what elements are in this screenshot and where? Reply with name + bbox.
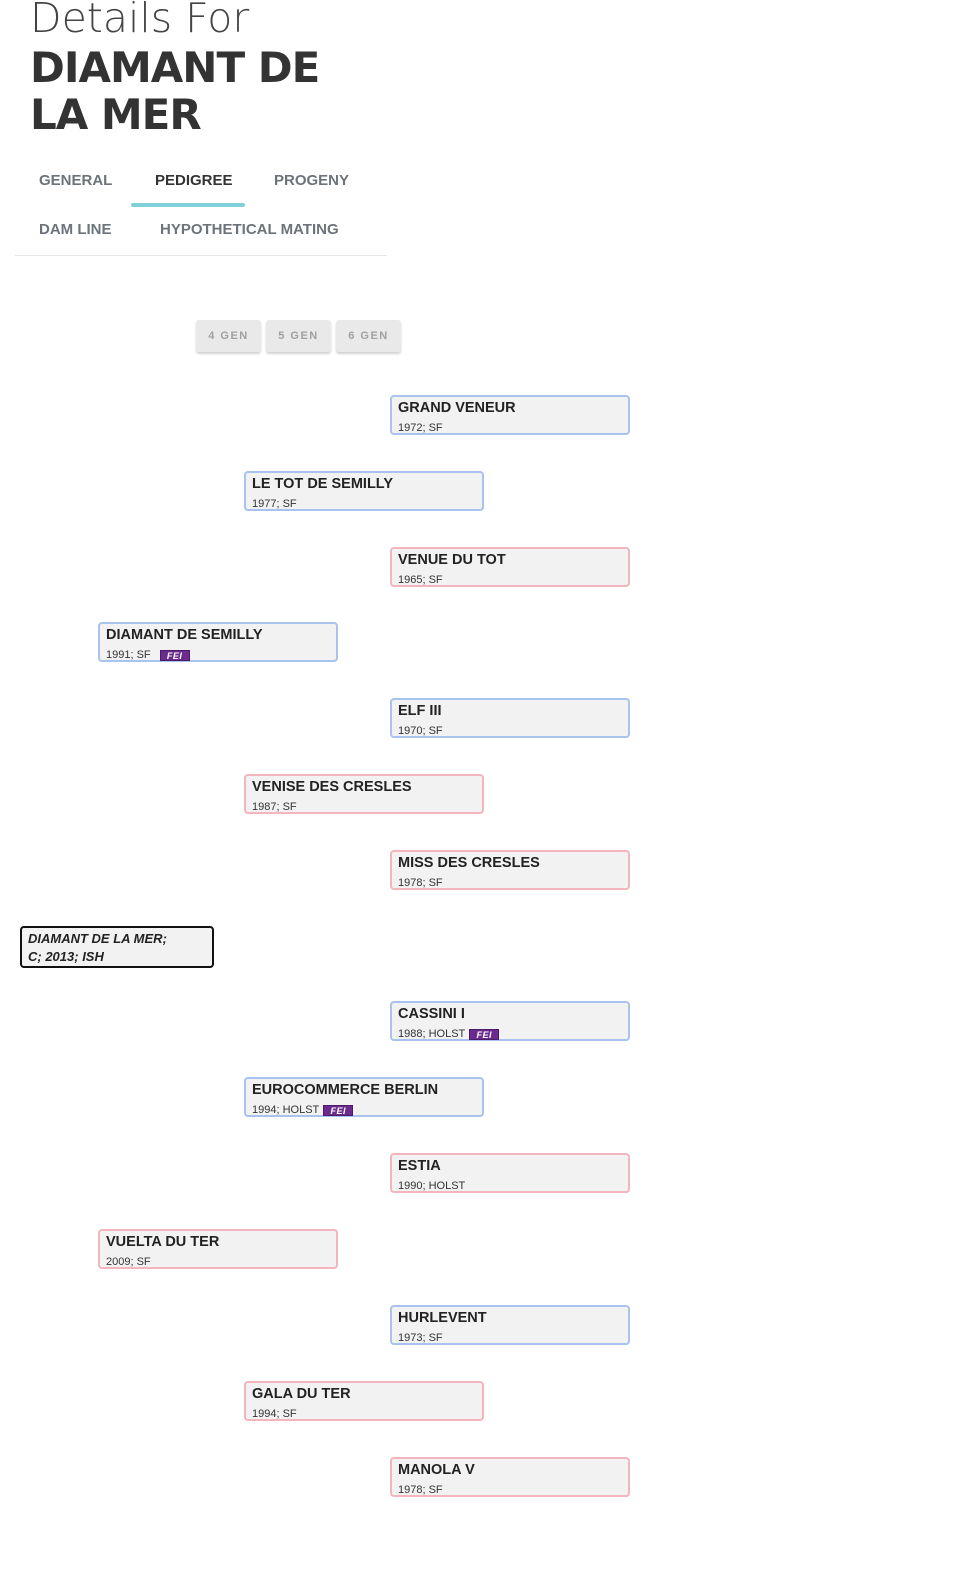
horse-info-row: 1970; SF	[398, 724, 622, 738]
subject-name: DIAMANT DE LA MER;	[28, 931, 167, 946]
pedigree-horse-card[interactable]: ESTIA 1990; HOLST	[390, 1153, 630, 1193]
horse-name: VENUE DU TOT	[398, 552, 506, 568]
horse-info: 1977; SF	[252, 498, 297, 510]
horse-info: 1991; SF	[106, 649, 151, 661]
horse-info-row: 1994; SF	[252, 1407, 476, 1421]
horse-info-row: 1965; SF	[398, 573, 622, 587]
gen-6-button[interactable]: 6 GEN	[336, 320, 401, 352]
tab-dam-line[interactable]: DAM LINE	[39, 221, 112, 238]
horse-info-row: 1977; SF	[252, 497, 476, 511]
horse-name: LE TOT DE SEMILLY	[252, 476, 393, 492]
horse-info: 1965; SF	[398, 574, 443, 586]
horse-name: HURLEVENT	[398, 1310, 487, 1326]
horse-info: 2009; SF	[106, 1256, 151, 1268]
pedigree-horse-card[interactable]: GRAND VENEUR 1972; SF	[390, 395, 630, 435]
pedigree-horse-card[interactable]: DIAMANT DE SEMILLY 1991; SF FEI	[98, 622, 338, 662]
horse-name: GRAND VENEUR	[398, 400, 516, 416]
horse-info-row: 1990; HOLST	[398, 1179, 622, 1193]
gen-5-button[interactable]: 5 GEN	[266, 320, 331, 352]
horse-name: CASSINI I	[398, 1006, 465, 1022]
horse-info: 1973; SF	[398, 1332, 443, 1344]
horse-info: 1994; HOLST	[252, 1104, 320, 1116]
page-title: DIAMANT DE LA MER	[30, 43, 320, 139]
horse-info: 1987; SF	[252, 801, 297, 813]
pedigree-horse-card[interactable]: VUELTA DU TER 2009; SF	[98, 1229, 338, 1269]
fei-badge-icon[interactable]: FEI	[469, 1028, 500, 1040]
horse-info-row: 1987; SF	[252, 800, 476, 814]
tab-hypothetical-mating[interactable]: HYPOTHETICAL MATING	[160, 221, 339, 238]
active-tab-indicator	[131, 203, 245, 207]
tabs-divider	[15, 255, 387, 256]
horse-name: MANOLA V	[398, 1462, 475, 1478]
fei-badge-icon[interactable]: FEI	[159, 649, 190, 661]
pedigree-horse-card[interactable]: VENISE DES CRESLES 1987; SF	[244, 774, 484, 814]
horse-name: VUELTA DU TER	[106, 1234, 220, 1250]
fei-badge-icon[interactable]: FEI	[323, 1104, 354, 1116]
pedigree-horse-card[interactable]: MANOLA V 1978; SF	[390, 1457, 630, 1497]
horse-info-row: 1978; SF	[398, 1483, 622, 1497]
pedigree-horse-card[interactable]: GALA DU TER 1994; SF	[244, 1381, 484, 1421]
horse-name: ELF III	[398, 703, 442, 719]
horse-name: GALA DU TER	[252, 1386, 351, 1402]
horse-info: 1972; SF	[398, 422, 443, 434]
tab-pedigree[interactable]: PEDIGREE	[155, 172, 233, 189]
horse-info: 1994; SF	[252, 1408, 297, 1420]
horse-info-row: 1991; SF FEI	[106, 648, 330, 662]
horse-info: 1970; SF	[398, 725, 443, 737]
horse-info: 1990; HOLST	[398, 1180, 466, 1192]
tab-progeny[interactable]: PROGENY	[274, 172, 350, 189]
pedigree-horse-card[interactable]: ELF III 1970; SF	[390, 698, 630, 738]
horse-info-row: 1978; SF	[398, 876, 622, 890]
horse-info: 1988; HOLST	[398, 1028, 466, 1040]
horse-info-row: 2009; SF	[106, 1255, 330, 1269]
tab-general[interactable]: GENERAL	[39, 172, 113, 189]
horse-info-row: 1973; SF	[398, 1331, 622, 1345]
horse-name: VENISE DES CRESLES	[252, 779, 412, 795]
gen-4-button[interactable]: 4 GEN	[196, 320, 261, 352]
subject-horse-card[interactable]: DIAMANT DE LA MER; C; 2013; ISH	[20, 926, 214, 968]
horse-name: DIAMANT DE SEMILLY	[106, 627, 263, 643]
horse-name: MISS DES CRESLES	[398, 855, 540, 871]
subject-details: C; 2013; ISH	[28, 949, 104, 964]
horse-name: ESTIA	[398, 1158, 441, 1174]
horse-info-row: 1972; SF	[398, 421, 622, 435]
pedigree-horse-card[interactable]: MISS DES CRESLES 1978; SF	[390, 850, 630, 890]
pedigree-horse-card[interactable]: VENUE DU TOT 1965; SF	[390, 547, 630, 587]
page-subtitle: Details For	[30, 0, 250, 42]
horse-info: 1978; SF	[398, 1484, 443, 1496]
horse-name: EUROCOMMERCE BERLIN	[252, 1082, 439, 1098]
horse-info: 1978; SF	[398, 877, 443, 889]
pedigree-horse-card[interactable]: LE TOT DE SEMILLY 1977; SF	[244, 471, 484, 511]
pedigree-horse-card[interactable]: HURLEVENT 1973; SF	[390, 1305, 630, 1345]
